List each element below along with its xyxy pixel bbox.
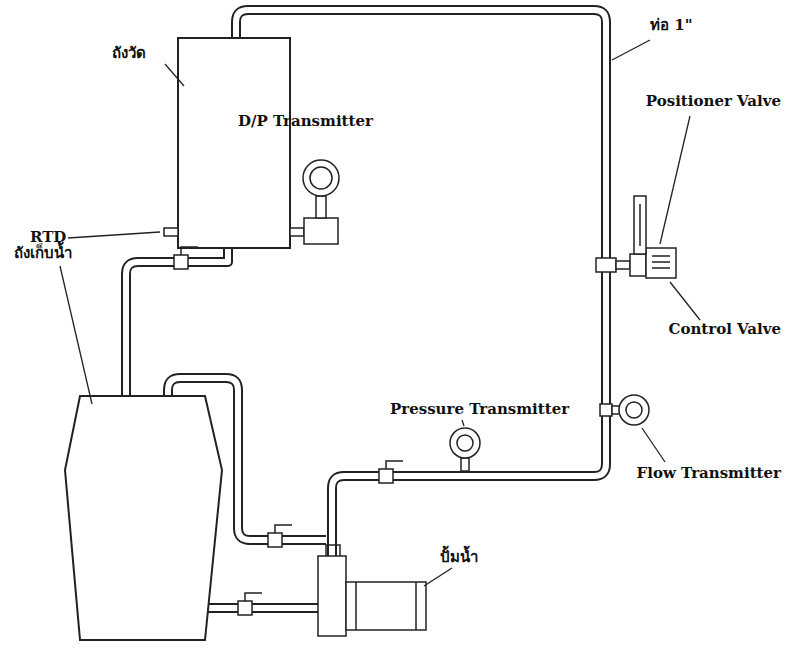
callout-label: Flow Transmitter	[637, 464, 781, 482]
callout-label: RTD	[30, 228, 66, 246]
callout-label: ถังเก็บน้ำ	[14, 244, 72, 262]
callout-label: D/P Transmitter	[238, 112, 373, 130]
callout-label: ท่อ 1"	[650, 16, 692, 34]
callout-label: ถังวัด	[112, 44, 146, 62]
callout-label: Positioner Valve	[646, 92, 781, 110]
callout-label: Control Valve	[668, 320, 781, 338]
callout-label: ปั้มน้ำ	[440, 548, 478, 566]
callout-label: Pressure Transmitter	[390, 400, 569, 418]
